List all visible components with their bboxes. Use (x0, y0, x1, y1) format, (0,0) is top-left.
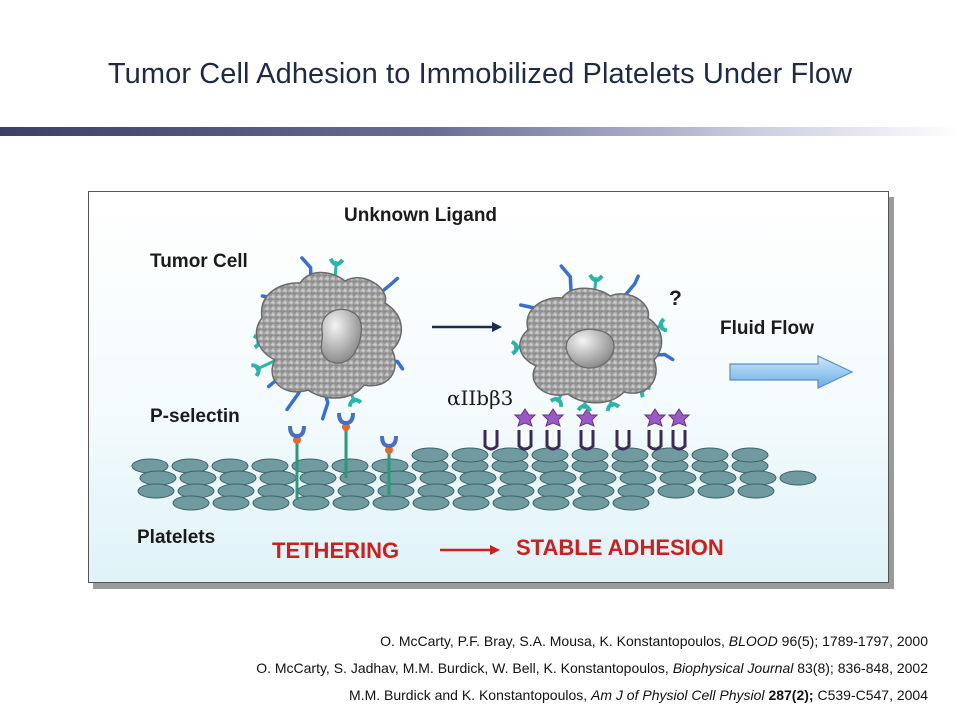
receptor-cup (347, 397, 363, 408)
platelet (659, 470, 697, 486)
platelet (571, 447, 609, 463)
receptor-cup (510, 339, 520, 356)
platelet (451, 447, 489, 463)
tumor-cell-nucleus (565, 328, 615, 369)
platelet (299, 470, 337, 486)
label-tethering: TETHERING (272, 538, 400, 563)
receptor-cup (549, 397, 564, 408)
diagram-panel (88, 191, 889, 583)
label-tumor-cell: Tumor Cell (150, 251, 248, 272)
tumor-cell-right (510, 264, 675, 413)
p-selectin-receptors (288, 412, 398, 500)
platelet (699, 470, 737, 486)
p-selectin-receptor (288, 425, 306, 500)
platelet (292, 495, 330, 511)
label-integrin: αIIbβ3 (447, 386, 514, 410)
integrin-receptor (483, 430, 499, 451)
receptor-cup (328, 257, 345, 267)
integrin-receptor (513, 408, 537, 451)
reference-3: M.M. Burdick and K. Konstantopoulos, Am … (349, 687, 928, 703)
platelet (492, 495, 530, 511)
platelet (731, 447, 769, 463)
platelet (332, 495, 370, 511)
fibrinogen-ligand (667, 408, 691, 427)
reference-1: O. McCarty, P.F. Bray, S.A. Mousa, K. Ko… (380, 633, 928, 649)
platelet-layer (131, 447, 817, 511)
label-platelets: Platelets (137, 527, 216, 548)
platelet (491, 447, 529, 463)
receptor-cup (576, 403, 593, 413)
receptor-cup (658, 317, 668, 333)
integrin-receptor (643, 408, 667, 451)
platelet (619, 470, 657, 486)
label-question-mark: ? (669, 287, 682, 310)
platelet (259, 470, 297, 486)
platelet (737, 483, 775, 499)
platelet (252, 495, 290, 511)
process-arrow (440, 545, 500, 555)
fibrinogen-ligand (575, 408, 599, 427)
tumor-cell-left (251, 256, 405, 421)
platelet (179, 470, 217, 486)
platelet (572, 495, 610, 511)
platelet (779, 470, 817, 486)
ligand-spike (559, 264, 573, 296)
slide-title: Tumor Cell Adhesion to Immobilized Plate… (107, 58, 853, 90)
platelet (531, 447, 569, 463)
ligand-spike (621, 274, 640, 300)
platelet (697, 483, 735, 499)
label-stable-adhesion: STABLE ADHESION (516, 535, 724, 560)
fibrinogen-ligand (513, 408, 537, 427)
platelet (419, 470, 457, 486)
platelet (452, 495, 490, 511)
platelet (139, 470, 177, 486)
platelet (411, 447, 449, 463)
label-p-selectin: P-selectin (150, 406, 240, 427)
platelet (579, 470, 617, 486)
fibrinogen-ligand (541, 408, 565, 427)
platelet (612, 495, 650, 511)
platelet (611, 447, 649, 463)
reference-2: O. McCarty, S. Jadhav, M.M. Burdick, W. … (256, 660, 928, 676)
platelet (137, 483, 175, 499)
platelet (379, 470, 417, 486)
platelet (212, 495, 250, 511)
platelet (219, 470, 257, 486)
fibrinogen-ligand (643, 408, 667, 427)
tumor-cell-nucleus (320, 308, 363, 364)
platelet (412, 495, 450, 511)
transition-arrow (432, 322, 502, 332)
receptor-cup (588, 273, 604, 283)
integrin-receptor (667, 408, 691, 451)
integrin-receptors (483, 408, 691, 451)
receptor-cup (605, 402, 621, 412)
platelet (499, 470, 537, 486)
p-selectin-receptor (380, 435, 398, 495)
platelet (539, 470, 577, 486)
platelet (657, 483, 695, 499)
title-underline-bar (0, 127, 960, 136)
integrin-receptor (541, 408, 565, 451)
receptor-cup (251, 363, 261, 378)
fluid-flow-arrow (729, 355, 854, 389)
platelet (691, 447, 729, 463)
platelet (459, 470, 497, 486)
integrin-receptor (575, 408, 599, 451)
platelet (739, 470, 777, 486)
platelet (651, 447, 689, 463)
platelet (172, 495, 210, 511)
label-fluid-flow: Fluid Flow (720, 318, 814, 339)
integrin-receptor (615, 430, 631, 451)
platelet (372, 495, 410, 511)
p-selectin-receptor (337, 412, 355, 478)
references: O. McCarty, P.F. Bray, S.A. Mousa, K. Ko… (256, 628, 928, 709)
label-unknown-ligand: Unknown Ligand (344, 205, 498, 226)
platelet (532, 495, 570, 511)
